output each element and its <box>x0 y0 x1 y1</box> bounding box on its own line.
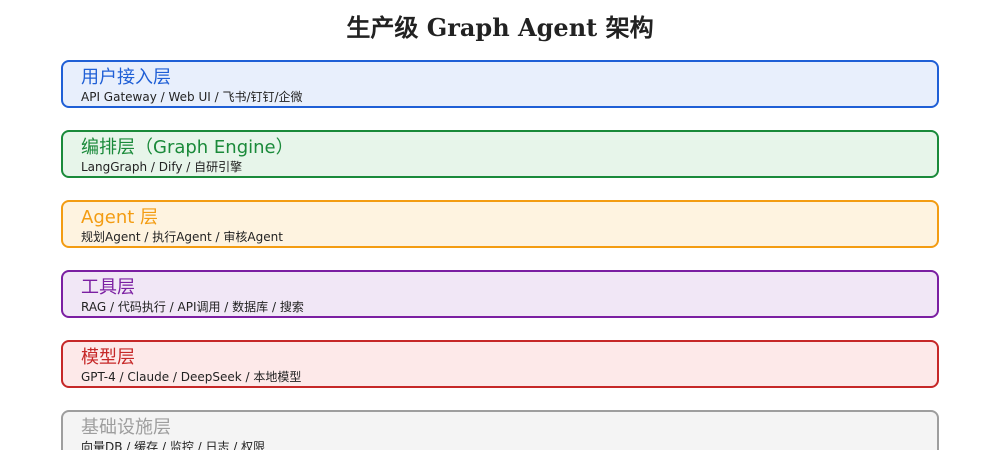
layer-description: LangGraph / Dify / 自研引擎 <box>81 160 243 174</box>
layer-agent: Agent 层 规划Agent / 执行Agent / 审核Agent <box>61 200 939 248</box>
layer-description: 规划Agent / 执行Agent / 审核Agent <box>81 230 283 244</box>
layer-description: API Gateway / Web UI / 飞书/钉钉/企微 <box>81 90 303 104</box>
layer-name: 用户接入层 <box>81 67 171 88</box>
layer-name: 模型层 <box>81 347 135 368</box>
layer-name: 工具层 <box>81 277 135 298</box>
layer-infrastructure: 基础设施层 向量DB / 缓存 / 监控 / 日志 / 权限 <box>61 410 939 450</box>
layer-orchestration: 编排层（Graph Engine） LangGraph / Dify / 自研引… <box>61 130 939 178</box>
layer-description: RAG / 代码执行 / API调用 / 数据库 / 搜索 <box>81 300 304 314</box>
layer-name: 基础设施层 <box>81 417 171 438</box>
layer-tools: 工具层 RAG / 代码执行 / API调用 / 数据库 / 搜索 <box>61 270 939 318</box>
diagram-title: 生产级 Graph Agent 架构 <box>346 13 654 42</box>
layer-name: 编排层（Graph Engine） <box>81 137 294 158</box>
layer-model: 模型层 GPT-4 / Claude / DeepSeek / 本地模型 <box>61 340 939 388</box>
layer-user-access: 用户接入层 API Gateway / Web UI / 飞书/钉钉/企微 <box>61 60 939 108</box>
layer-description: GPT-4 / Claude / DeepSeek / 本地模型 <box>81 370 302 384</box>
layer-name: Agent 层 <box>81 207 159 228</box>
layer-description: 向量DB / 缓存 / 监控 / 日志 / 权限 <box>81 440 266 450</box>
